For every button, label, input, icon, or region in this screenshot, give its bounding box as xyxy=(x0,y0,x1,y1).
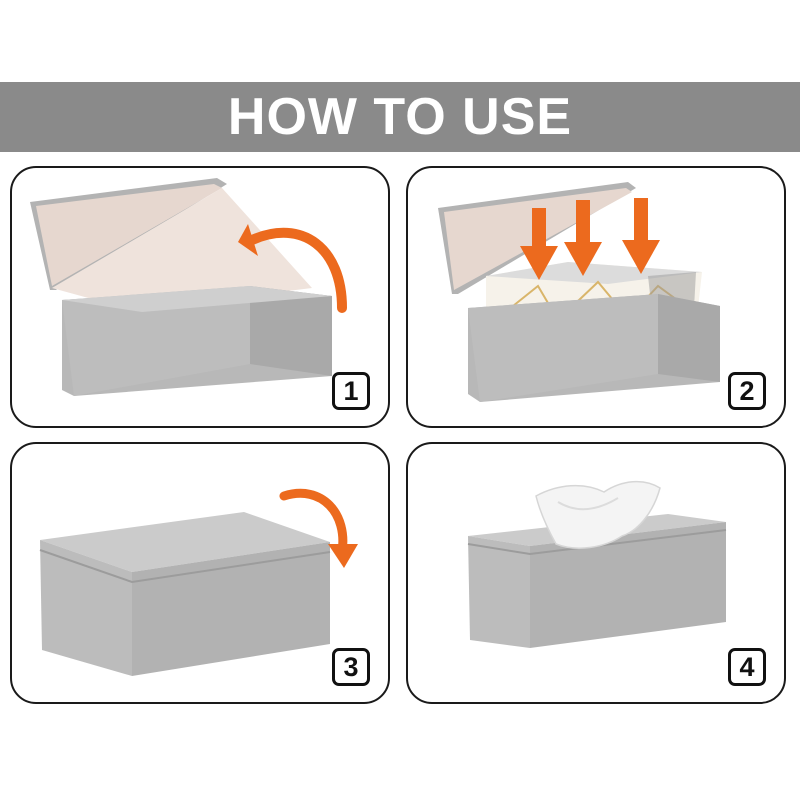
step-number-badge: 3 xyxy=(332,648,370,686)
step-panel-1: 1 xyxy=(10,166,390,428)
step-panel-3: 3 xyxy=(10,442,390,704)
step-panel-2: 2 xyxy=(406,166,786,428)
open-arrow-icon xyxy=(238,224,347,313)
open-box-illustration xyxy=(30,178,332,396)
step-number-badge: 2 xyxy=(728,372,766,410)
closed-box-illustration xyxy=(39,512,331,676)
step-number-badge: 4 xyxy=(728,648,766,686)
close-arrow-icon xyxy=(279,488,358,568)
tissue-box-illustration xyxy=(467,480,727,648)
title-banner: HOW TO USE xyxy=(0,82,800,152)
page-title: HOW TO USE xyxy=(227,88,573,146)
step-number-badge: 1 xyxy=(332,372,370,410)
step-panel-4: 4 xyxy=(406,442,786,704)
down-arrows-icon xyxy=(520,198,660,280)
